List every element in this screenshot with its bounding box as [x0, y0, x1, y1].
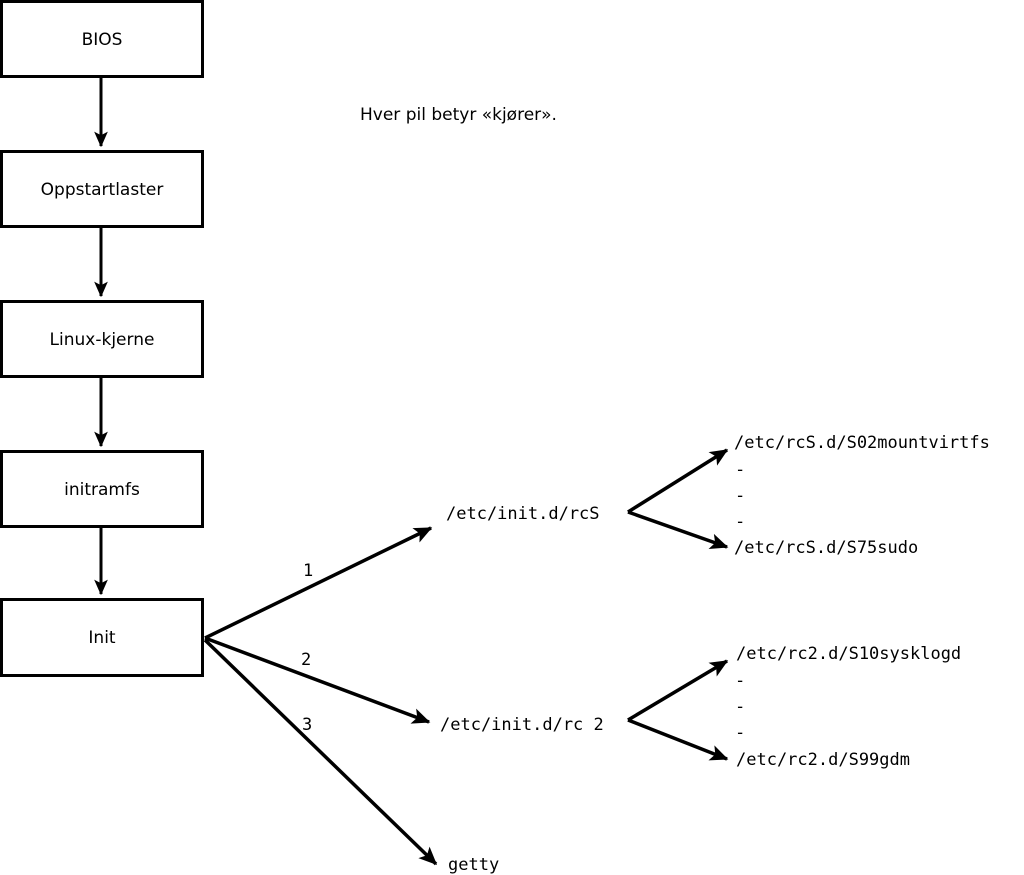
label-rc2-last-script: /etc/rc2.d/S99gdm: [736, 750, 910, 770]
label-rcs-last-script: /etc/rcS.d/S75sudo: [734, 538, 918, 558]
label-rc2-first-script: /etc/rc2.d/S10sysklogd: [736, 644, 961, 664]
edge-number-3: 3: [302, 715, 312, 735]
label-rcs-first-script: /etc/rcS.d/S02mountvirtfs: [734, 433, 990, 453]
node-linux-kernel-label: Linux-kjerne: [50, 330, 155, 350]
arrow-rc2-to-first-script: [627, 659, 729, 722]
node-init-box: [0, 598, 204, 677]
boot-chain-nodes: BIOS Oppstartlaster Linux-kjerne initram…: [0, 0, 204, 677]
rc2-ellipsis-dash-2: -: [735, 697, 745, 717]
arrow-init-to-rc2: [204, 636, 431, 724]
init-fanout-arrows: 1 2 3: [203, 526, 438, 866]
rc2-ellipsis-dash-3: -: [735, 723, 745, 743]
node-initramfs-label: initramfs: [64, 480, 140, 500]
edge-number-1: 1: [303, 561, 313, 581]
label-init-d-rc2: /etc/init.d/rc 2: [440, 715, 604, 735]
label-init-d-rcs: /etc/init.d/rcS: [446, 504, 600, 524]
node-bootloader: Oppstartlaster: [0, 150, 204, 228]
label-getty: getty: [448, 855, 499, 875]
arrow-init-to-getty: [203, 638, 438, 866]
rcs-fanout-arrows: [627, 448, 729, 549]
node-linux-kernel: Linux-kjerne: [0, 300, 204, 378]
node-initramfs-box: [0, 450, 204, 528]
node-bootloader-label: Oppstartlaster: [41, 180, 164, 200]
rcs-ellipsis-dash-3: -: [735, 512, 745, 532]
node-init: Init: [0, 598, 204, 677]
arrow-init-to-rcs: [204, 526, 433, 640]
rcs-ellipsis-dash-1: -: [735, 460, 745, 480]
node-bios: BIOS: [0, 0, 204, 78]
node-bios-label: BIOS: [82, 30, 123, 50]
node-init-label: Init: [88, 628, 116, 648]
node-bootloader-box: [0, 150, 204, 228]
node-bios-box: [0, 0, 204, 78]
arrow-rcs-to-first-script: [627, 448, 729, 514]
rcs-ellipsis-dash-2: -: [735, 486, 745, 506]
edge-number-2: 2: [301, 650, 311, 670]
node-linux-kernel-box: [0, 300, 204, 378]
rc2-ellipsis-dash-1: -: [735, 671, 745, 691]
arrow-rc2-to-last-script: [627, 718, 729, 761]
arrow-rcs-to-last-script: [627, 510, 729, 549]
node-initramfs: initramfs: [0, 450, 204, 528]
caption-text: Hver pil betyr «kjører».: [360, 105, 557, 125]
rc2-fanout-arrows: [627, 659, 729, 761]
